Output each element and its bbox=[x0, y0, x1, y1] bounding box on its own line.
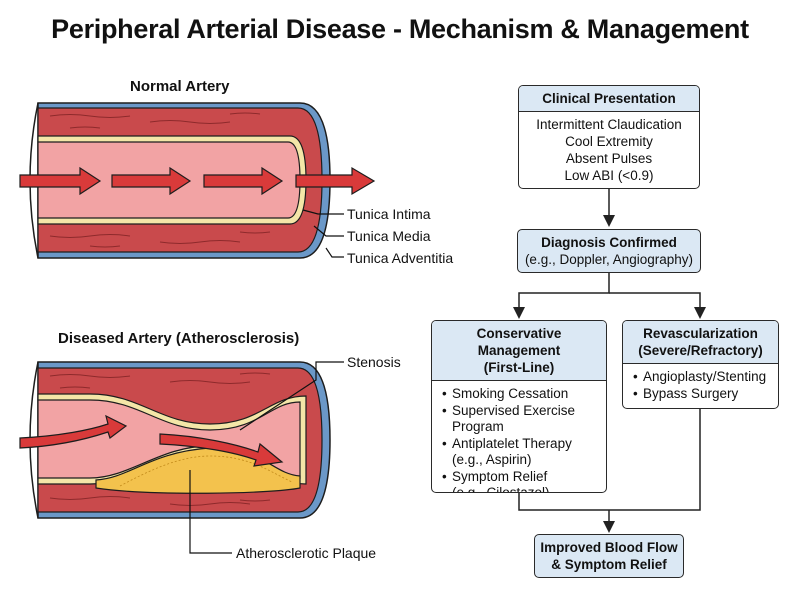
diseased-artery-diagram bbox=[19, 361, 344, 554]
normal-flow-arrow-4 bbox=[295, 166, 376, 196]
conservative-management-box: Conservative Management (First-Line) •Sm… bbox=[431, 320, 607, 493]
label-tunica-intima: Tunica Intima bbox=[347, 206, 431, 222]
diseased-artery-heading: Diseased Artery (Atherosclerosis) bbox=[58, 330, 300, 347]
clinical-item: Cool Extremity bbox=[565, 134, 653, 149]
list-item: •Smoking Cessation bbox=[442, 386, 569, 401]
revascularization-title: Revascularization (Severe/Refractory) bbox=[623, 321, 778, 364]
connector-split-to-revasc bbox=[609, 292, 706, 319]
flowchart-connectors bbox=[513, 188, 706, 533]
diagnosis-subtitle: (e.g., Doppler, Angiography) bbox=[524, 252, 694, 267]
label-stenosis: Stenosis bbox=[347, 354, 401, 370]
normal-flow-arrow-2 bbox=[111, 166, 192, 196]
clinical-item: Intermittent Claudication bbox=[536, 117, 682, 132]
page-title: Peripheral Arterial Disease - Mechanism … bbox=[51, 14, 749, 44]
plaque-deposit bbox=[95, 447, 301, 494]
connector-diagnosis-split bbox=[513, 273, 610, 319]
list-item: •Antiplatelet Therapy (e.g., Aspirin) bbox=[442, 435, 572, 468]
outcome-box: Improved Blood Flow & Symptom Relief bbox=[534, 534, 684, 578]
list-item: •Supervised Exercise Program bbox=[442, 402, 576, 435]
clinical-item: Low ABI (<0.9) bbox=[564, 168, 654, 183]
connector-conservative-down bbox=[518, 493, 609, 511]
conservative-list: •Smoking Cessation •Supervised Exercise … bbox=[432, 381, 606, 493]
normal-flow-arrow-3 bbox=[203, 166, 284, 196]
revascularization-box: Revascularization (Severe/Refractory) •A… bbox=[622, 320, 779, 409]
list-item: •Angioplasty/Stenting bbox=[633, 369, 767, 384]
clinical-item: Absent Pulses bbox=[565, 151, 653, 166]
label-atherosclerotic-plaque: Atherosclerotic Plaque bbox=[236, 545, 377, 561]
diseased-flow-arrow-2 bbox=[159, 433, 284, 467]
outcome-line-1: Improved Blood Flow bbox=[540, 540, 678, 555]
list-item: •Symptom Relief (e.g., Cilostazol) bbox=[442, 468, 550, 493]
list-item: •Bypass Surgery bbox=[633, 385, 739, 401]
normal-artery-heading: Normal Artery bbox=[130, 78, 230, 95]
diagnosis-title: Diagnosis Confirmed bbox=[541, 235, 677, 250]
conservative-management-title: Conservative Management (First-Line) bbox=[432, 321, 606, 381]
revascularization-list: •Angioplasty/Stenting •Bypass Surgery bbox=[623, 364, 778, 406]
label-tunica-media: Tunica Media bbox=[347, 228, 431, 244]
clinical-presentation-list: Intermittent Claudication Cool Extremity… bbox=[519, 112, 699, 188]
outcome-line-2: & Symptom Relief bbox=[551, 557, 667, 572]
clinical-presentation-box: Clinical Presentation Intermittent Claud… bbox=[518, 85, 700, 189]
label-tunica-adventitia: Tunica Adventitia bbox=[347, 250, 454, 266]
diagnosis-box: Diagnosis Confirmed (e.g., Doppler, Angi… bbox=[517, 229, 701, 273]
normal-flow-arrow-1 bbox=[19, 166, 102, 196]
normal-artery-diagram bbox=[19, 102, 376, 259]
clinical-presentation-title: Clinical Presentation bbox=[519, 86, 699, 112]
connector-revasc-down bbox=[609, 409, 701, 511]
diseased-flow-arrow-1 bbox=[19, 414, 128, 449]
